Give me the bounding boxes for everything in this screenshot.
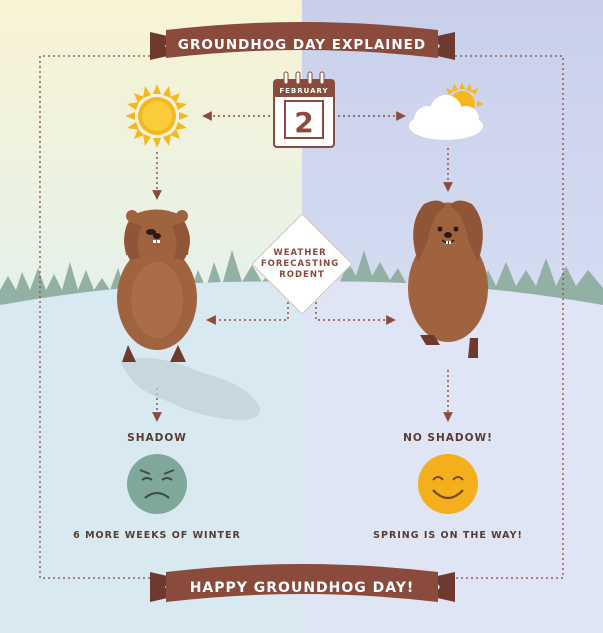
- calendar-day: 2: [294, 106, 313, 139]
- groundhog-shadow: [120, 357, 261, 420]
- center-label-line-2: FORECASTING: [261, 259, 339, 269]
- winter-result-label: 6 MORE WEEKS OF WINTER: [73, 530, 241, 541]
- calendar-icon: FEBRUARY 2: [273, 71, 335, 148]
- center-label-line-3: RODENT: [279, 270, 325, 280]
- dotted-frame: [39, 55, 564, 579]
- connector-arrows: [152, 111, 453, 422]
- weather-rodent-diamond: WEATHER FORECASTING RODENT: [251, 213, 353, 315]
- sad-face-icon: [127, 454, 187, 514]
- spring-result-label: SPRING IS ON THE WAY!: [373, 530, 523, 541]
- svg-text:WEATHER FORECASTING: WEATHER FORECASTING RODENT: [261, 248, 343, 280]
- happy-face-icon: [418, 454, 478, 514]
- footer-message: HAPPY GROUNDHOG DAY!: [190, 580, 415, 596]
- groundhog-happy: [408, 200, 488, 358]
- calendar-month: FEBRUARY: [279, 87, 328, 95]
- arrow-rodent-to-right: [315, 302, 396, 325]
- arrow-rodent-to-left: [206, 302, 289, 325]
- no-shadow-label: NO SHADOW!: [403, 432, 493, 444]
- footer-banner: HAPPY GROUNDHOG DAY!: [150, 564, 455, 602]
- sun-icon: [125, 84, 189, 148]
- cloudy-sun-icon: [409, 82, 484, 140]
- page-title: GROUNDHOG DAY EXPLAINED: [178, 37, 426, 53]
- title-banner: GROUNDHOG DAY EXPLAINED: [150, 22, 455, 60]
- groundhog-scared: [117, 209, 197, 362]
- center-label-line-1: WEATHER: [273, 248, 326, 258]
- shadow-label: SHADOW: [127, 432, 187, 444]
